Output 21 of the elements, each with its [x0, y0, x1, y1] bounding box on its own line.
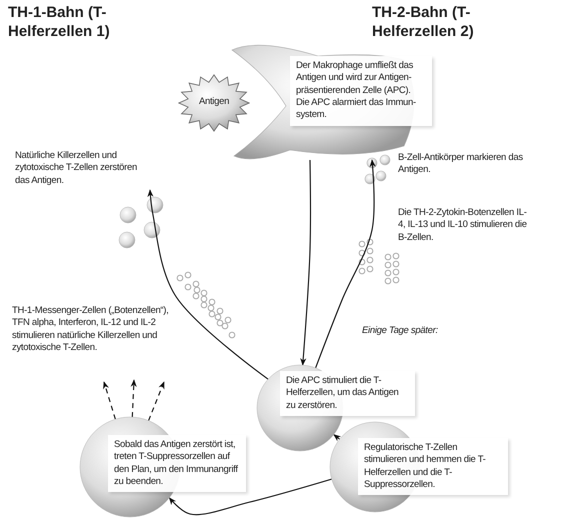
antigen-cell [176, 72, 252, 134]
description-text: Der Makrophage umfließt das Antigen und wird zur Antigen-präsentierenden Zelle (APC). Die APC alarmiert das Immun-system. [290, 56, 432, 126]
arrow [315, 159, 376, 368]
cell-label: Antigen [198, 96, 230, 108]
description-text: Regulatorische T-Zellen stimulieren und hemmen die T-Helferzellen und die T-Suppressorzellen. [358, 438, 508, 496]
arrow [147, 189, 268, 380]
arrow [300, 160, 311, 366]
description-text: Die APC stimuliert die T-Helferzellen, um das Antigen zu zerstören. [280, 371, 415, 416]
dashed-arrow [103, 381, 116, 420]
description-text: Sobald das Antigen zerstört ist, treten T-Suppressorzellen auf den Plan, um den Immunangriff zu beenden. [108, 435, 246, 492]
note-text: Natürliche Killerzellen und zytotoxische T-Zellen zerstören das Antigen. [15, 150, 150, 190]
heading: TH-1-Bahn (T-Helferzellen 1) [8, 4, 111, 42]
arrow [333, 434, 342, 442]
note-text: B-Zell-Antikörper markieren das Antigen. [398, 152, 523, 177]
note-text: TH-1-Messenger-Zellen („Botenzellen“), TFN alpha, Interferon, IL-12 und IL-2 stimulieren natürliche Killerzellen und zytotoxische T-Zellen. [12, 305, 170, 354]
dashed-arrow [148, 381, 165, 421]
note-text: Die TH-2-Zytokin-Botenzellen IL-4, IL-13 und IL-10 stimulieren die B-Zellen. [398, 207, 528, 244]
dashed-arrow [130, 379, 137, 418]
heading: TH-2-Bahn (T-Helferzellen 2) [372, 4, 475, 42]
arrow [168, 478, 332, 516]
timing-note: Einige Tage später: [362, 325, 439, 338]
